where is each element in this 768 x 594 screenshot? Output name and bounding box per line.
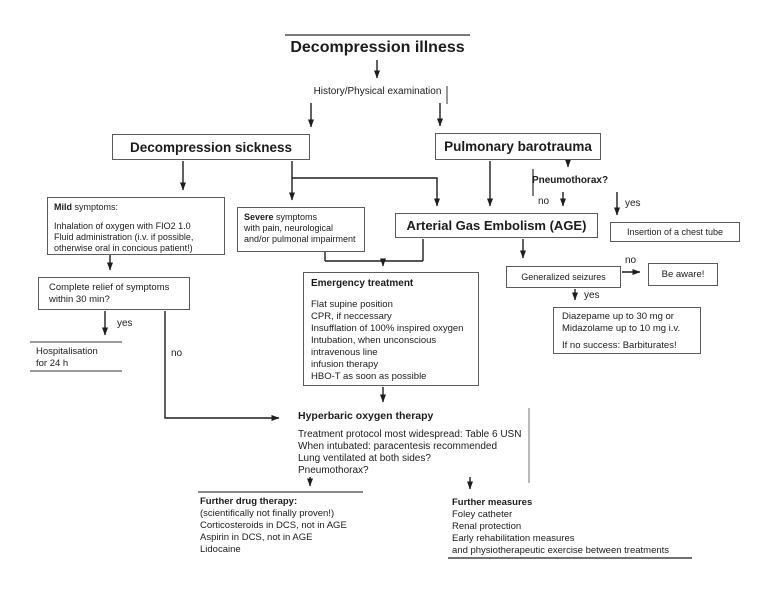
hbo-line: When intubated: paracentesis recommended: [298, 441, 498, 452]
emergency-line: Flat supine position: [311, 299, 393, 310]
arrow-relief-no-to-hbo: [164, 311, 280, 421]
drug-therapy-line: Lidocaine: [200, 544, 241, 555]
pneumothorax-question-label: Pneumothorax?: [531, 175, 609, 186]
emergency-line: HBO-T as soon as possible: [311, 371, 427, 382]
relief-yes-label: yes: [117, 318, 133, 329]
complete-relief-box: Complete relief of symptoms within 30 mi…: [38, 277, 190, 310]
diazepame-box: Diazepame up to 30 mg or Midazolame up t…: [553, 307, 701, 354]
history-examination-label: History/Physical examination: [313, 86, 442, 97]
mild-symptoms-line: Inhalation of oxygen with FIO2 1.0: [54, 221, 191, 231]
emergency-line: Intubation, when unconscious: [311, 335, 437, 346]
drug-therapy-line: Corticosteroids in DCS, not in AGE: [200, 520, 347, 531]
hbo-line: Pneumothorax?: [298, 465, 369, 476]
drug-therapy-line: (scientifically not finally proven!): [200, 508, 335, 519]
page-title: Decompression illness: [290, 39, 465, 56]
measures-block: Further measures Foley catheter Renal pr…: [452, 497, 712, 557]
diazepame-line: Diazepame up to 30 mg or: [562, 311, 674, 322]
drug-therapy-line: Aspirin in DCS, not in AGE: [200, 532, 313, 543]
arrow-dcs-branch-to-age: [292, 177, 440, 207]
hbo-line: Lung ventilated at both sides?: [298, 453, 431, 464]
seizures-no-label: no: [625, 255, 637, 266]
chest-tube-box: Insertion of a chest tube: [610, 222, 740, 242]
relief-no-label: no: [171, 348, 183, 359]
measures-line: Foley catheter: [452, 509, 513, 520]
severe-symptoms-box: Severe symptoms with pain, neurological …: [237, 207, 365, 252]
diazepame-line: If no success: Barbiturates!: [562, 340, 677, 351]
measures-line: Early rehabilitation measures: [452, 533, 575, 544]
decompression-sickness-box: Decompression sickness: [112, 134, 310, 160]
diazepame-line: Midazolame up to 10 mg i.v.: [562, 323, 681, 334]
seizures-yes-label: yes: [584, 290, 600, 301]
pulmonary-barotrauma-box: Pulmonary barotrauma: [435, 133, 601, 160]
emergency-treatment-heading: Emergency treatment: [311, 278, 414, 289]
drug-therapy-block: Further drug therapy: (scientifically no…: [200, 496, 390, 556]
measures-line: Renal protection: [452, 521, 522, 532]
mild-symptoms-box: Mild symptoms: Inhalation of oxygen with…: [47, 197, 225, 255]
pneumothorax-no-label: no: [538, 196, 550, 207]
mild-symptoms-line: Fluid administration (i.v. if possible,: [54, 232, 194, 242]
arterial-gas-embolism-box: Arterial Gas Embolism (AGE): [395, 213, 598, 238]
severe-symptoms-heading: Severe symptoms: [244, 212, 318, 222]
hospitalisation-block: Hospitalisation for 24 h: [36, 346, 136, 370]
generalized-seizures-box: Generalized seizures: [506, 266, 621, 288]
mild-symptoms-line: otherwise oral in concious patient!): [54, 243, 193, 253]
hbo-line: Treatment protocol most widespread: Tabl…: [298, 429, 522, 440]
complete-relief-line: Complete relief of symptoms: [49, 282, 170, 293]
emergency-line: CPR, if neccessary: [311, 311, 392, 322]
severe-symptoms-line: and/or pulmonal impairment: [244, 234, 356, 244]
be-aware-box: Be aware!: [648, 263, 718, 286]
emergency-line: Insufflation of 100% inspired oxygen: [311, 323, 464, 334]
mild-symptoms-heading: Mild symptoms:: [54, 202, 119, 212]
drug-therapy-heading: Further drug therapy:: [200, 496, 298, 507]
hospitalisation-line: Hospitalisation: [36, 346, 98, 357]
emergency-line: infusion therapy: [311, 359, 379, 370]
emergency-line: intravenous line: [311, 347, 378, 358]
hbo-block: Treatment protocol most widespread: Tabl…: [298, 429, 578, 477]
complete-relief-line: within 30 min?: [49, 294, 110, 305]
emergency-treatment-box: Emergency treatment Flat supine position…: [303, 272, 479, 386]
measures-line: and physiotherapeutic exercise between t…: [452, 545, 670, 556]
hbo-heading: Hyperbaric oxygen therapy: [298, 410, 434, 422]
severe-symptoms-line: with pain, neurological: [244, 223, 334, 233]
pneumothorax-yes-label: yes: [625, 198, 641, 209]
hospitalisation-line: for 24 h: [36, 358, 69, 369]
measures-heading: Further measures: [452, 497, 533, 508]
